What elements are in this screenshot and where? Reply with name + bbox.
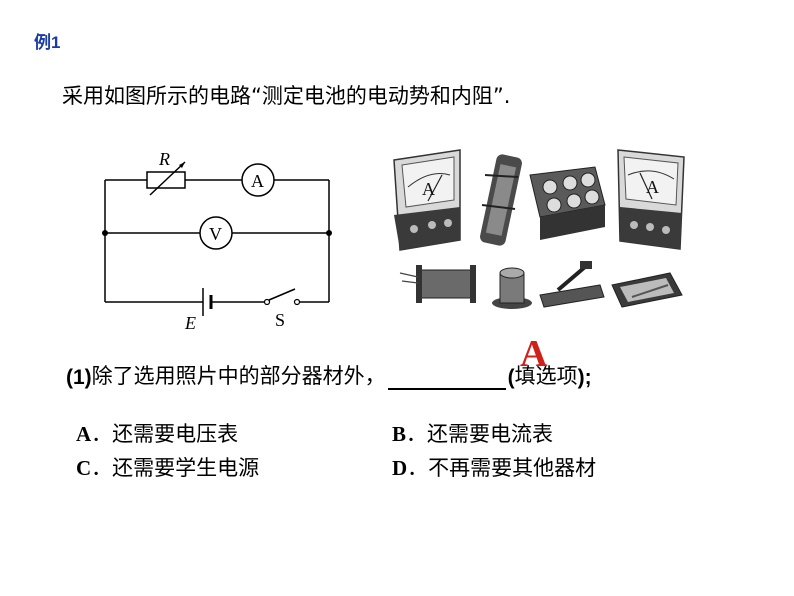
option-d-letter: D [392,456,408,480]
rheostat-photo [480,154,522,246]
switch-label: S [275,310,285,330]
option-a-letter: A [76,422,92,446]
right-ammeter-photo: A [617,149,685,250]
option-a-text: ．还需要电压表 [91,422,239,446]
right-meter-label: A [646,177,659,197]
option-d[interactable]: D．不再需要其他器材 [392,452,596,482]
voltmeter-label: V [209,224,222,244]
left-meter-label: A [422,179,435,199]
lamp-holder-photo [492,267,532,309]
answer-mark: A [520,333,548,375]
part1-text: 除了选用照片中的部分器材外， [91,364,386,388]
option-a[interactable]: A．还需要电压表 [76,418,238,448]
option-d-text: ．不再需要其他器材 [407,456,597,480]
option-c-text: ．还需要学生电源 [91,456,260,480]
apparatus-photo: A A [393,149,685,309]
rheostat-label: R [158,149,170,169]
question-text: 采用如图所示的电路“测定电池的电动势和内阻”. [62,84,511,108]
part1-paren-close: ); [577,366,592,389]
knife-switch-photo [539,261,605,308]
part1-suffix-text: 填选项 [514,364,578,388]
part1-paren-open: ( [507,366,515,389]
circuit-diagram: R A V E S [102,149,332,333]
rheostat-arrow [149,161,186,196]
option-b-letter: B [392,422,407,446]
option-b-text: ．还需要电流表 [406,422,554,446]
resistance-box-photo [529,166,606,240]
option-c[interactable]: C．还需要学生电源 [76,452,259,482]
junction-left [102,230,108,236]
junction-right [326,230,332,236]
switch-lever [268,288,296,301]
rheostat-arrow-head [179,162,185,168]
example-label: 例1 [34,33,61,52]
part-number: (1) [66,366,92,389]
answer-blank[interactable] [387,366,506,390]
option-b[interactable]: B．还需要电流表 [392,418,553,448]
switch-contact-right [293,298,301,306]
option-c-letter: C [76,456,92,480]
battery-holder-photo [611,272,683,308]
ammeter-label: A [251,171,264,191]
left-ammeter-photo: A [393,149,461,251]
battery-label: E [184,313,196,333]
coil-photo [399,265,476,303]
switch-contact-left [263,298,271,306]
question-part1: (1) 除了选用照片中的部分器材外， ( 填选项 ); [66,360,592,390]
